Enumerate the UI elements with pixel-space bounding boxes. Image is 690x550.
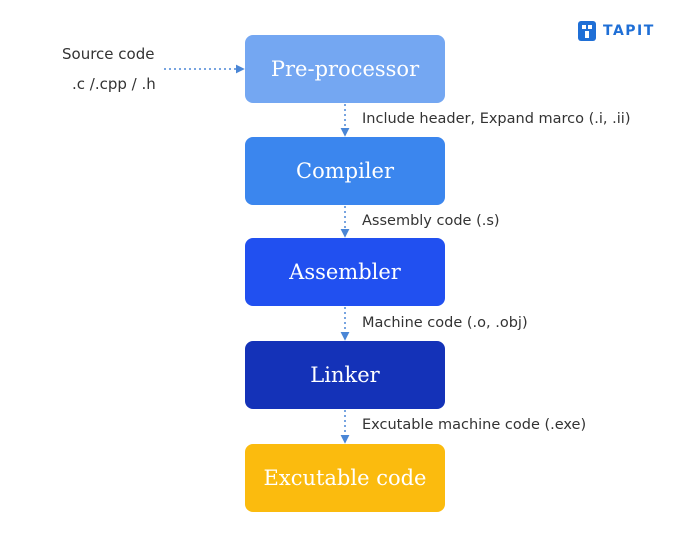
source-code-label: Source code xyxy=(62,45,155,63)
stage-linker: Linker xyxy=(245,341,445,409)
stage-executable: Excutable code xyxy=(245,444,445,512)
stage-preprocessor: Pre-processor xyxy=(245,35,445,103)
tapit-logo: TAPIT xyxy=(577,19,655,43)
tapit-logo-icon xyxy=(578,21,596,41)
edge-label-compiler-output: Assembly code (.s) xyxy=(362,213,500,229)
edge-label-assembler-output: Machine code (.o, .obj) xyxy=(362,315,528,331)
stage-assembler: Assembler xyxy=(245,238,445,306)
source-extensions-label: .c /.cpp / .h xyxy=(72,75,156,93)
tapit-logo-text: TAPIT xyxy=(603,23,655,39)
stage-compiler: Compiler xyxy=(245,137,445,205)
edge-label-linker-output: Excutable machine code (.exe) xyxy=(362,417,587,433)
edge-label-preprocessor-output: Include header, Expand marco (.i, .ii) xyxy=(362,111,631,127)
